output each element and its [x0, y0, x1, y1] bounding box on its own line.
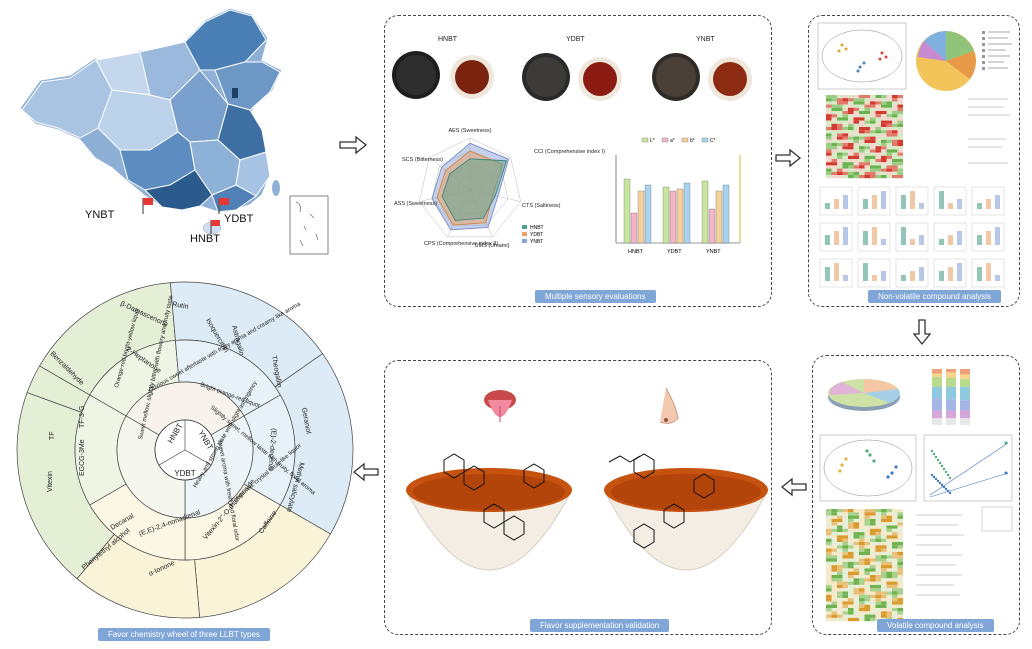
supplement-graphics [405, 387, 769, 571]
inset-box [289, 195, 329, 255]
flavor-wheel: HNBT YDBT YNBT Benzaldehyde β-Damascenon… [16, 281, 354, 619]
sample-label-ynbt: YNBT [696, 36, 715, 43]
nonvolatile-boxplots [819, 186, 1005, 288]
radar-axis-label: CCI (Comprehensive index I) [534, 149, 605, 155]
wheel-center-ydbt: YDBT [174, 469, 195, 478]
flag-ydbt-icon [218, 198, 229, 214]
arrow-right-icon [339, 135, 368, 155]
radar-series-ydbt [436, 150, 503, 226]
arrow-down-icon [912, 319, 932, 346]
sample-label-hnbt: HNBT [438, 36, 458, 43]
radar-axis-label: ASS (Sweetness) [394, 201, 437, 207]
compound-tf: TF [49, 431, 56, 440]
compound-rutin: Rutin [172, 301, 189, 311]
tea-cup-ynbt [708, 57, 752, 101]
nonvolatile-heatmap [826, 95, 903, 179]
molecule-structures [443, 453, 715, 549]
bar-group-label: YDBT [667, 249, 682, 255]
radar-chart: AES (Sweetness) CCI (Comprehensive index… [394, 128, 605, 249]
nonvolatile-graphics [817, 22, 1012, 288]
bar-legend-L: L* [650, 138, 655, 144]
map-label-ydbt: YDBT [224, 213, 254, 225]
caption-supplement: Flavor supplementation validation [530, 619, 670, 632]
sample-label-ydbt: YDBT [566, 36, 585, 43]
tea-leaves-ydbt [522, 53, 570, 101]
china-map: YNBT YDBT HNBT [19, 7, 329, 255]
volatile-graphics [819, 369, 1013, 622]
volatile-pie-chart [828, 379, 900, 411]
caption-sensory: Multiple sensory evaluations [535, 290, 656, 303]
radar-axis-label: CTS (Saltiness) [522, 203, 561, 209]
compound-decenal: (E)-2-decenal [266, 428, 277, 471]
compound-tfg: TF-3-G [79, 405, 86, 428]
compound-pie-chart [916, 31, 976, 91]
tea-bowl-left [405, 468, 573, 571]
radar-axis-label: CPS (Comprehensive index II) [424, 241, 498, 247]
radar-legend-hnbt: HNBT [530, 225, 544, 231]
caption-volatile: Volatile compound analysis [877, 619, 994, 632]
flag-ynbt-icon [142, 198, 153, 214]
arrow-left-icon [352, 462, 379, 482]
bar-legend-a: a* [670, 138, 675, 144]
tea-bowl-right [603, 468, 769, 571]
flag-hnbt-icon [210, 220, 220, 234]
bar-legend-c: C* [710, 138, 716, 144]
arrow-left-icon [780, 477, 807, 497]
bar-legend-b: b* [690, 138, 695, 144]
map-label-hnbt: HNBT [190, 233, 220, 245]
radar-legend-ynbt: YNBT [530, 239, 543, 245]
tea-cup-ydbt [578, 57, 622, 101]
radar-legend-ydbt: YDBT [530, 232, 543, 238]
caption-nonvolatile: Non-volatile compound analysis [868, 290, 1001, 303]
map-label-ynbt: YNBT [85, 209, 115, 221]
bar-group-label: YNBT [706, 249, 721, 255]
tea-leaves-ynbt [652, 53, 700, 101]
compound-egcg: EGCG-3Me [79, 439, 86, 476]
compound-vitexin: Vitexin [47, 471, 54, 492]
radar-axis-label: AES (Sweetness) [448, 128, 491, 134]
tea-cup-hnbt [450, 55, 494, 99]
compound-geraniol: Geraniol [300, 407, 312, 435]
tea-leaves-hnbt [392, 51, 440, 99]
sensory-graphics: HNBT YDBT YNBT AES (Sweetness) CCI (Comp… [392, 36, 752, 255]
radar-axis-label: SCS (Bitterness) [402, 157, 443, 163]
volatile-heatmap [826, 509, 903, 622]
bar-chart: HNBT YDBT YNBT L* a* b* C* [615, 137, 741, 255]
bar-group-label: HNBT [628, 249, 644, 255]
arrow-right-icon [775, 148, 802, 168]
tongue-icon [484, 390, 516, 422]
radar-axis-label: UMS (Umami) [475, 243, 510, 249]
volatile-stacked-bars [932, 369, 970, 425]
caption-wheel: Favor chemistry wheel of three LLBT type… [98, 628, 270, 641]
nose-icon [659, 387, 679, 424]
radar-series-hnbt [441, 158, 508, 221]
